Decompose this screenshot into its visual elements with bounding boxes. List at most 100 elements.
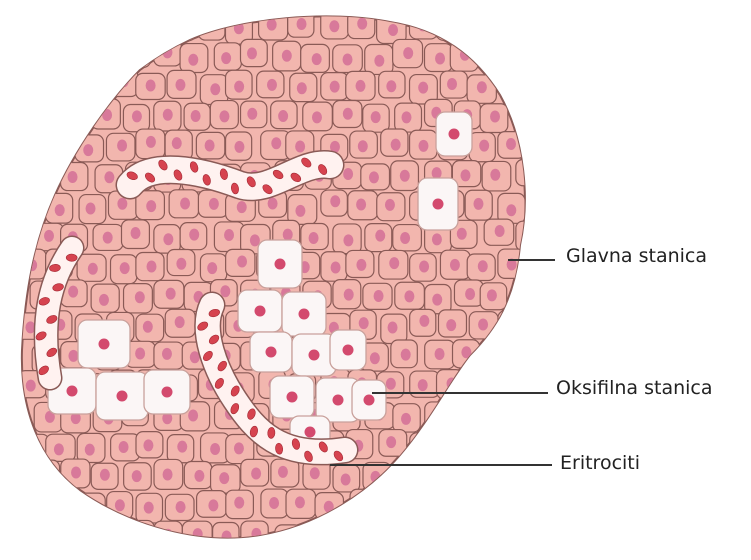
chief-cell-nucleus	[538, 77, 548, 89]
oxyphil-cell-nucleus	[117, 391, 128, 402]
chief-cell-nucleus	[526, 292, 536, 304]
chief-cell	[498, 434, 527, 461]
oxyphil-cell-nucleus	[433, 199, 444, 210]
chief-cell-nucleus	[29, 201, 39, 213]
chief-cell-nucleus	[418, 140, 428, 152]
chief-cell	[516, 345, 544, 373]
chief-cell-nucleus	[435, 348, 445, 360]
chief-cell-nucleus	[177, 441, 187, 453]
chief-cell-nucleus	[176, 258, 186, 270]
oxyphil-cell-nucleus	[333, 395, 344, 406]
chief-cell-nucleus	[506, 204, 516, 216]
chief-cell-nucleus	[119, 75, 129, 87]
chief-cell-nucleus	[550, 412, 560, 424]
chief-cell-nucleus	[435, 473, 445, 485]
chief-cell-nucleus	[492, 412, 502, 424]
chief-cell-nucleus	[100, 469, 110, 481]
chief-cell-nucleus	[271, 137, 281, 149]
chief-cell-nucleus	[401, 413, 411, 425]
chief-cell-nucleus	[388, 321, 398, 333]
chief-cell-nucleus	[222, 530, 232, 542]
chief-cell-nucleus	[208, 499, 218, 511]
chief-cell-nucleus	[371, 531, 381, 543]
chief-cell	[498, 490, 527, 517]
chief-cell-nucleus	[473, 21, 483, 33]
chief-cell-nucleus	[505, 23, 515, 35]
chief-cell	[32, 160, 61, 187]
chief-cell-nucleus	[460, 169, 470, 181]
chief-cell	[530, 190, 559, 219]
chief-cell-nucleus	[479, 140, 489, 152]
oxyphil-cell-nucleus	[266, 347, 277, 358]
chief-cell-nucleus	[526, 406, 536, 418]
chief-cell-nucleus	[247, 108, 257, 120]
oxyphil-cell-nucleus	[99, 339, 110, 350]
chief-cell-nucleus	[418, 502, 428, 514]
chief-cell-nucleus	[556, 293, 566, 305]
chief-cell-nucleus	[234, 497, 244, 509]
chief-cell	[136, 549, 162, 560]
chief-cell-nucleus	[359, 317, 369, 329]
chief-cell-nucleus	[207, 262, 217, 274]
chief-cell-nucleus	[219, 110, 229, 122]
chief-cell-nucleus	[117, 198, 127, 210]
chief-cell-nucleus	[435, 52, 445, 64]
chief-cell-nucleus	[386, 436, 396, 448]
chief-cell	[545, 103, 574, 131]
chief-cell	[510, 462, 537, 489]
chief-cell-nucleus	[507, 319, 517, 331]
chief-cell	[528, 70, 556, 99]
chief-cell	[226, 552, 253, 560]
chief-cell-nucleus	[537, 318, 547, 330]
chief-cell-nucleus	[418, 441, 428, 453]
chief-cell-nucleus	[143, 321, 153, 333]
chief-cell-nucleus	[462, 469, 472, 481]
chief-cell-nucleus	[188, 410, 198, 422]
chief-cell-nucleus	[163, 233, 173, 245]
chief-cell-nucleus	[175, 316, 185, 328]
chief-cell-nucleus	[506, 138, 516, 150]
chief-cell	[20, 70, 47, 98]
chief-cell-nucleus	[162, 46, 172, 58]
chief-cell-nucleus	[68, 171, 78, 183]
chief-cell-nucleus	[25, 142, 35, 154]
chief-cell	[541, 43, 568, 73]
chief-cell-nucleus	[369, 171, 379, 183]
chief-cell-nucleus	[490, 110, 500, 122]
chief-cell-nucleus	[491, 348, 501, 360]
chief-cell	[79, 553, 107, 560]
chief-cell-nucleus	[237, 201, 247, 213]
chief-cell-nucleus	[237, 255, 247, 267]
chief-cell-nucleus	[331, 261, 341, 273]
chief-cell-nucleus	[538, 200, 548, 212]
oxyphil-cell-nucleus	[67, 386, 78, 397]
chief-cell-nucleus	[115, 499, 125, 511]
chief-cell-nucleus	[385, 199, 395, 211]
chief-cell-nucleus	[68, 350, 78, 362]
chief-cell-nucleus	[278, 110, 288, 122]
chief-cell-nucleus	[267, 79, 277, 91]
chief-cell-nucleus	[144, 502, 154, 514]
chief-cell-nucleus	[283, 229, 293, 241]
chief-cell-nucleus	[54, 78, 64, 90]
chief-cell-nucleus	[343, 234, 353, 246]
chief-cell-nucleus	[403, 47, 413, 59]
chief-cell	[516, 42, 542, 70]
chief-cell-nucleus	[476, 377, 486, 389]
chief-cell	[425, 464, 454, 491]
chief-cell-nucleus	[86, 202, 96, 214]
chief-cell-nucleus	[250, 234, 260, 246]
chief-cell-nucleus	[54, 138, 64, 150]
chief-cell-nucleus	[44, 230, 54, 242]
oxyphil-cell-nucleus	[343, 345, 354, 356]
chief-cell-nucleus	[405, 471, 415, 483]
chief-cell	[451, 399, 480, 425]
chief-cell-nucleus	[99, 294, 109, 306]
chief-cell-nucleus	[144, 556, 154, 560]
chief-cell-nucleus	[234, 81, 244, 93]
chief-cell-nucleus	[341, 528, 351, 540]
chief-cell-nucleus	[460, 407, 470, 419]
chief-cell-nucleus	[143, 439, 153, 451]
chief-cell-nucleus	[39, 107, 49, 119]
chief-cell-nucleus	[344, 289, 354, 301]
